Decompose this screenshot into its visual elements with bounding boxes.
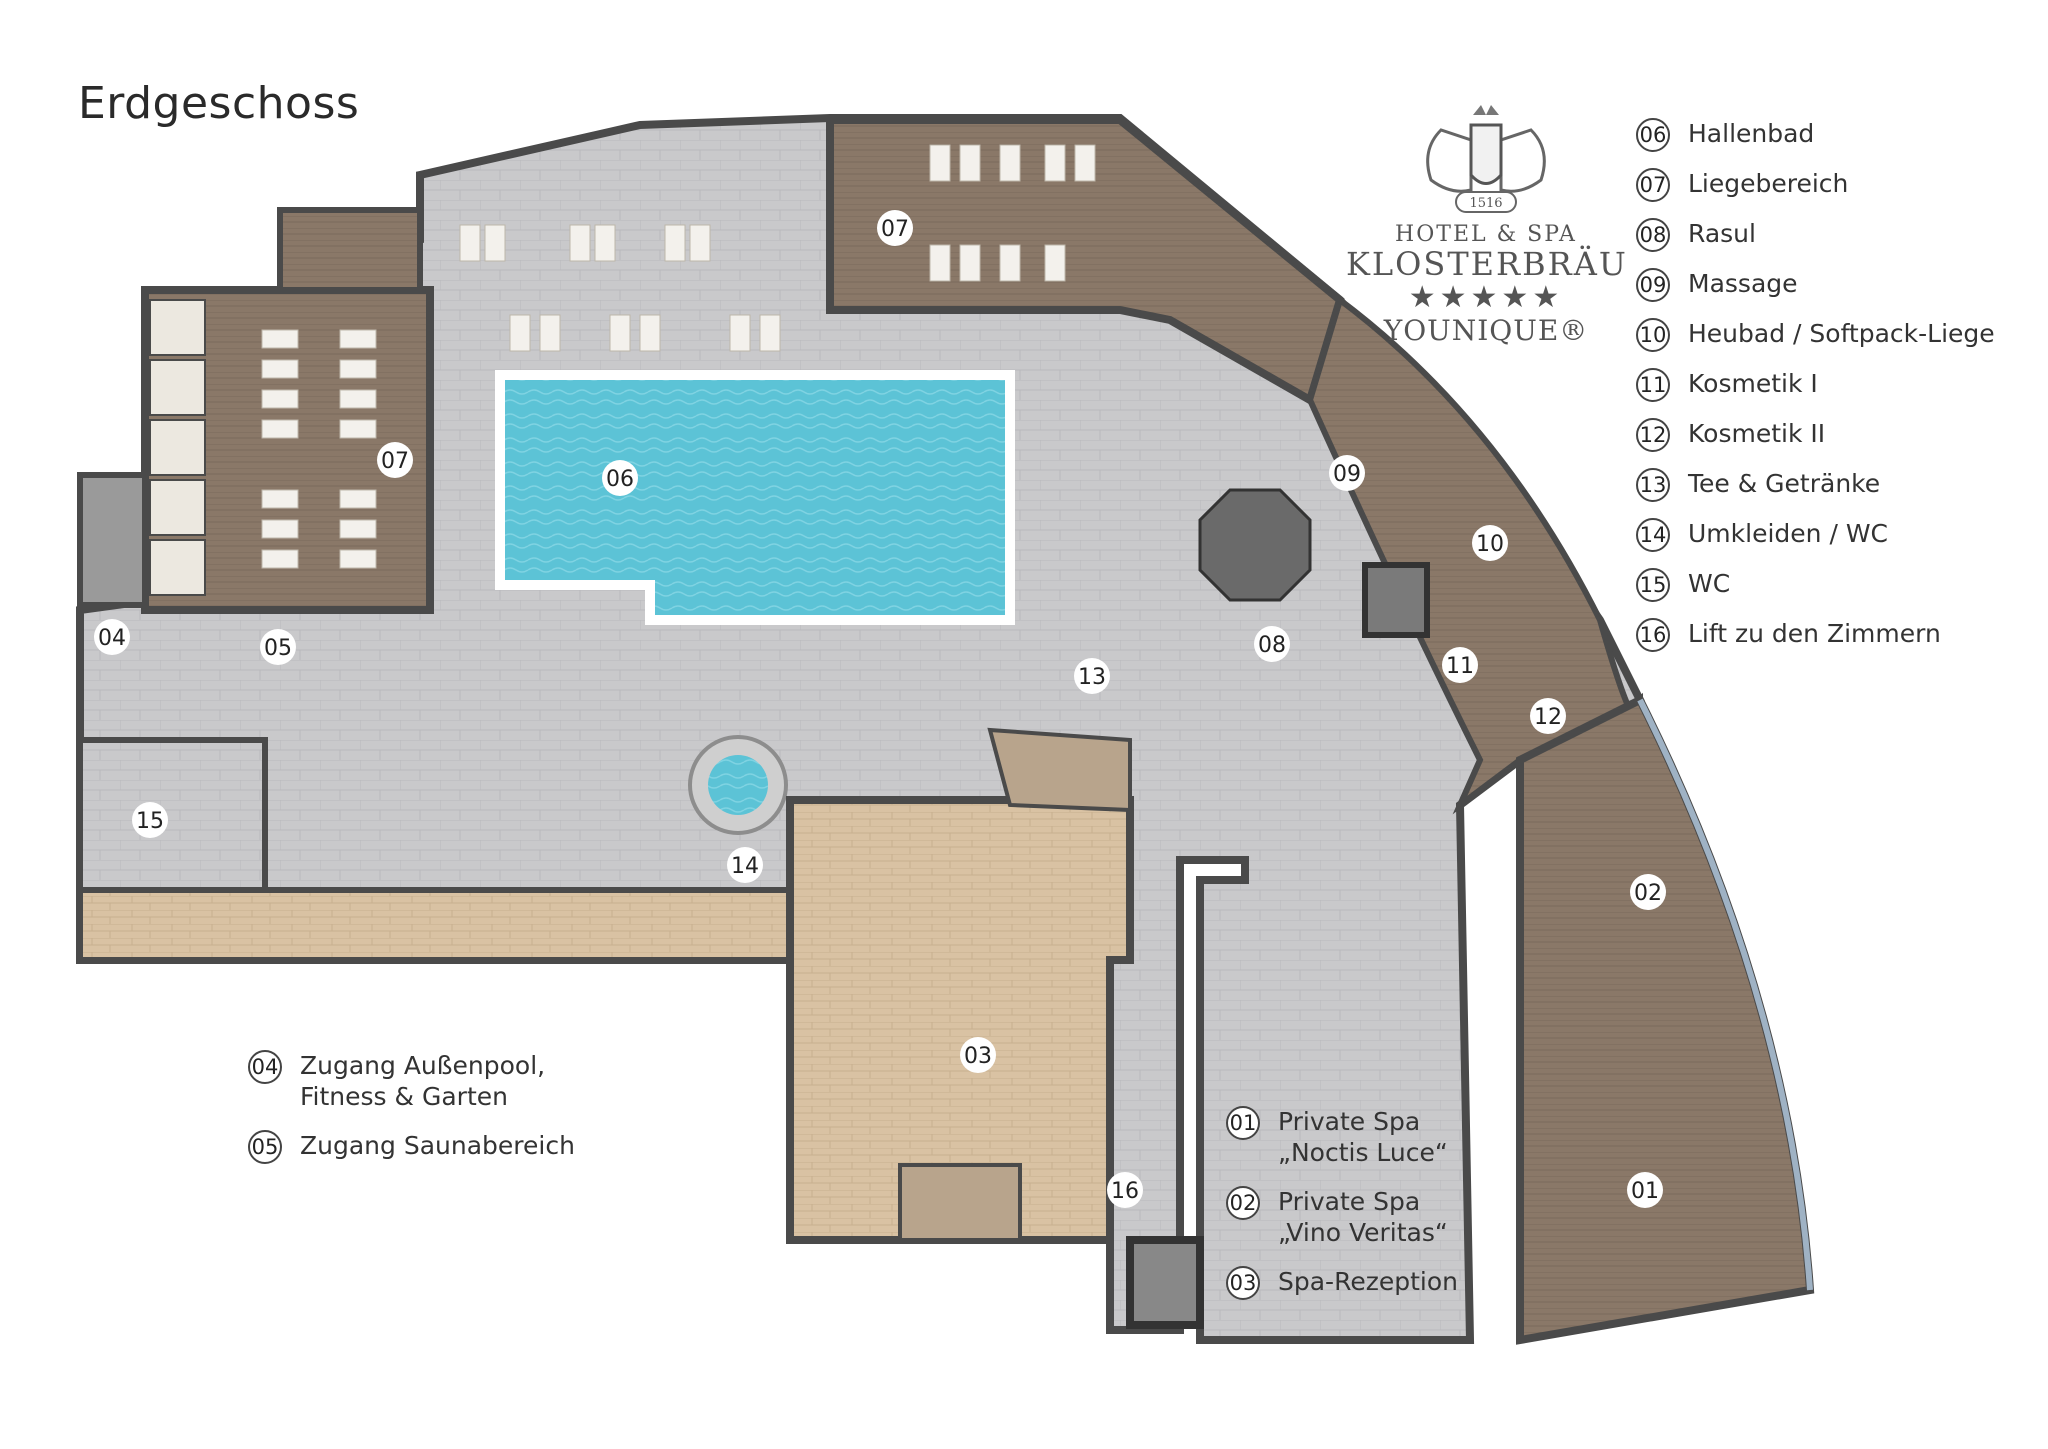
svg-text:1516: 1516 <box>1469 196 1502 211</box>
cabins-left <box>149 299 206 596</box>
marker-13: 13 <box>1074 658 1110 694</box>
svg-text:11: 11 <box>1446 654 1474 679</box>
lift-16 <box>1126 1236 1204 1329</box>
logo-line2: KLOSTERBRÄU <box>1346 245 1628 283</box>
room-07-top <box>826 116 1345 406</box>
svg-text:04: 04 <box>98 626 126 651</box>
svg-text:15: 15 <box>136 809 164 834</box>
svg-text:05: 05 <box>264 636 292 661</box>
legend-item: 05 Zugang Saunabereich <box>248 1130 575 1164</box>
marker-04: 04 <box>94 619 130 655</box>
room-markers: 06 07 07 04 05 13 08 09 10 11 12 14 15 0… <box>94 210 1666 1208</box>
legend-item: 03 Spa-Rezeption <box>1226 1266 1458 1300</box>
marker-08: 08 <box>1254 626 1290 662</box>
marker-01: 01 <box>1627 1172 1663 1208</box>
stair-left <box>77 472 148 608</box>
svg-text:06: 06 <box>606 467 634 492</box>
logo-line1: HOTEL & SPA <box>1395 222 1577 247</box>
marker-02: 02 <box>1630 874 1666 910</box>
page-title: Erdgeschoss <box>78 78 360 129</box>
svg-text:03: 03 <box>964 1044 992 1069</box>
svg-text:02: 02 <box>1634 881 1662 906</box>
legend-item: 01 Private Spa„Noctis Luce“ <box>1226 1106 1448 1168</box>
room-15-wc <box>77 737 268 893</box>
pool <box>495 370 1015 625</box>
rasul-octagon <box>1198 488 1312 602</box>
marker-15: 15 <box>132 802 168 838</box>
marker-14: 14 <box>727 847 763 883</box>
marker-07b: 07 <box>377 442 413 478</box>
loungers-terrace <box>459 224 781 352</box>
legend-item: 02 Private Spa„Vino Veritas“ <box>1226 1186 1448 1248</box>
logo-stars: ★★★★★ <box>1408 280 1564 315</box>
svg-text:13: 13 <box>1078 665 1106 690</box>
lift-right <box>1362 562 1430 638</box>
crest-icon: 1516 <box>1426 105 1546 213</box>
marker-07a: 07 <box>877 210 913 246</box>
svg-text:14: 14 <box>731 854 759 879</box>
corner-room <box>277 207 423 293</box>
marker-11: 11 <box>1442 647 1478 683</box>
marker-10: 10 <box>1472 525 1508 561</box>
svg-text:16: 16 <box>1111 1179 1139 1204</box>
marker-12: 12 <box>1530 698 1566 734</box>
legend-item: 04 Zugang Außenpool,Fitness & Garten <box>248 1050 545 1112</box>
svg-text:12: 12 <box>1534 705 1562 730</box>
marker-09: 09 <box>1329 455 1365 491</box>
svg-text:07: 07 <box>881 217 909 242</box>
loungers-left <box>261 329 377 569</box>
svg-text:09: 09 <box>1333 462 1361 487</box>
marker-03: 03 <box>960 1037 996 1073</box>
svg-text:07: 07 <box>381 449 409 474</box>
svg-text:08: 08 <box>1258 633 1286 658</box>
loungers-top <box>929 144 1096 282</box>
svg-text:01: 01 <box>1631 1179 1659 1204</box>
svg-text:10: 10 <box>1476 532 1504 557</box>
marker-16: 16 <box>1107 1172 1143 1208</box>
stair-bottom <box>898 1163 1022 1242</box>
logo-line3: YOUNIQUE® <box>1383 314 1589 347</box>
marker-06: 06 <box>602 460 638 496</box>
room-03-reception <box>786 796 1134 1244</box>
hotel-logo: 1516 HOTEL & SPA KLOSTERBRÄU ★★★★★ YOUNI… <box>1346 100 1626 347</box>
stair-center <box>987 727 1132 813</box>
marker-05: 05 <box>260 629 296 665</box>
private-spa-glass <box>1637 698 1813 1291</box>
